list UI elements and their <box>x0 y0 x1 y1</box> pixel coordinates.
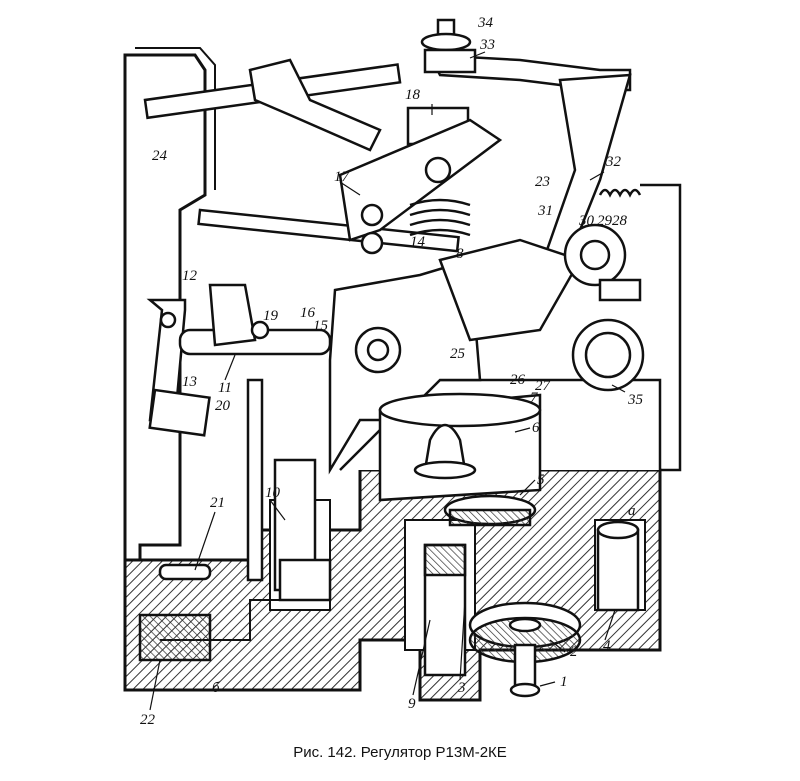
label-32: 32 <box>605 154 622 170</box>
label-3: 3 <box>457 680 466 696</box>
label-11: 11 <box>218 380 232 396</box>
label-22: 22 <box>140 712 156 728</box>
label-12: 12 <box>182 268 198 284</box>
label-14: 14 <box>410 234 426 250</box>
label-a: а <box>628 503 636 519</box>
label-4: 4 <box>603 638 611 654</box>
label-23: 23 <box>535 174 550 190</box>
callout-labels: 1 2 3 4 5 6 7 8 9 10 11 12 13 14 15 16 1… <box>140 15 644 728</box>
label-b: б <box>212 680 220 696</box>
label-24: 24 <box>152 148 168 164</box>
left-mechanism <box>138 283 332 662</box>
label-21: 21 <box>210 495 225 511</box>
label-9: 9 <box>408 696 416 712</box>
label-25: 25 <box>450 346 466 362</box>
label-17: 17 <box>334 169 351 185</box>
label-20: 20 <box>215 398 231 414</box>
central-mechanism <box>328 106 582 475</box>
label-31: 31 <box>537 203 553 219</box>
figure-caption: Рис. 142. Регулятор Р13М-2КЕ <box>293 744 507 761</box>
label-7: 7 <box>530 390 539 406</box>
label-8: 8 <box>456 246 464 262</box>
label-13: 13 <box>182 374 197 390</box>
label-10: 10 <box>265 485 281 501</box>
label-34: 34 <box>477 15 494 31</box>
label-27: 27 <box>535 378 552 394</box>
flyweight-assembly <box>378 392 542 527</box>
label-18: 18 <box>405 87 421 103</box>
label-19: 19 <box>263 308 279 324</box>
label-26: 26 <box>510 372 526 388</box>
leader-lines <box>149 51 626 711</box>
label-2: 2 <box>570 644 578 660</box>
top-shafts <box>143 53 632 282</box>
label-16: 16 <box>300 305 316 321</box>
label-35: 35 <box>627 392 644 408</box>
label-28: 28 <box>612 213 628 229</box>
lower-gears <box>423 520 640 698</box>
label-15: 15 <box>313 318 329 334</box>
label-5: 5 <box>537 472 545 488</box>
label-33: 33 <box>479 37 495 53</box>
label-29: 29 <box>597 213 613 229</box>
right-mechanism <box>420 18 645 392</box>
label-6: 6 <box>532 420 540 436</box>
label-1: 1 <box>560 674 568 690</box>
label-30: 30 <box>578 213 595 229</box>
